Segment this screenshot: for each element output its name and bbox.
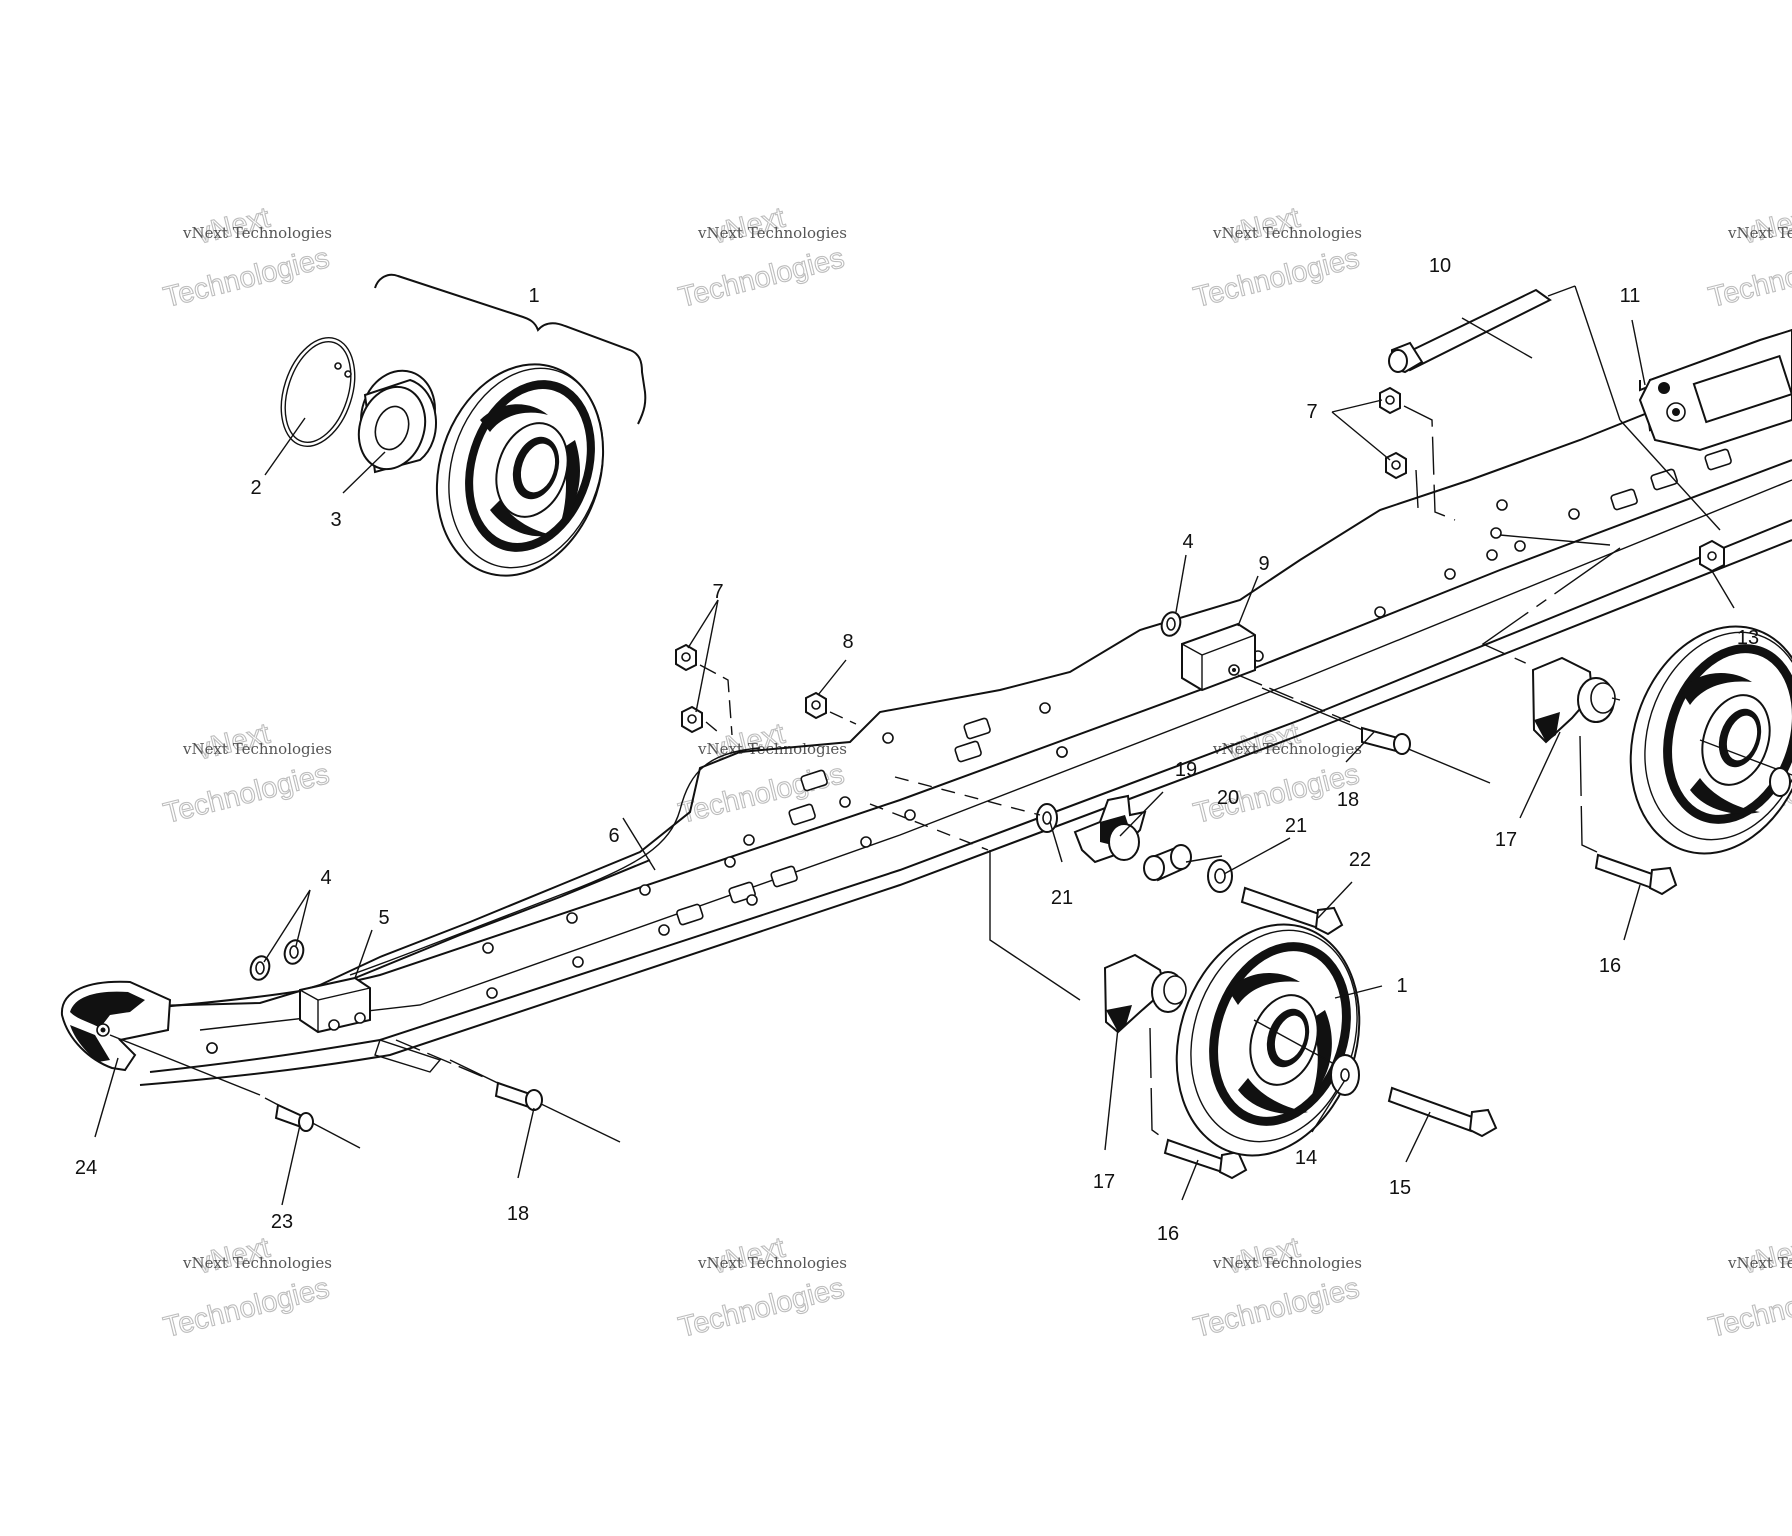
label-16-lower: 16 bbox=[1157, 1223, 1179, 1245]
label-1-top: 1 bbox=[528, 285, 539, 307]
part-labels: 1 2 3 10 11 7 4 9 13 7 8 19 20 21 22 18 … bbox=[75, 255, 1759, 1245]
label-22: 22 bbox=[1349, 849, 1371, 871]
label-23: 23 bbox=[271, 1211, 293, 1233]
idler-wheel-1-top bbox=[435, 363, 605, 577]
watermark-company: vNext Technologies bbox=[182, 224, 332, 242]
watermark-technologies: Technologies bbox=[160, 242, 332, 314]
label-8: 8 bbox=[842, 631, 853, 653]
label-5: 5 bbox=[378, 907, 389, 929]
label-21-right: 21 bbox=[1285, 815, 1307, 837]
label-9: 9 bbox=[1258, 553, 1269, 575]
label-20: 20 bbox=[1217, 787, 1239, 809]
label-2: 2 bbox=[250, 477, 261, 499]
watermark-company: vNext Technologies bbox=[1212, 740, 1362, 758]
center-hardware bbox=[894, 776, 1344, 936]
idler-wheel-1-lower bbox=[1175, 923, 1361, 1157]
label-4-upper: 4 bbox=[1182, 531, 1193, 553]
watermark-company: vNext Technologies bbox=[182, 740, 332, 758]
label-15: 15 bbox=[1389, 1177, 1411, 1199]
rail-slots bbox=[206, 448, 1732, 1054]
label-21-left: 21 bbox=[1051, 887, 1073, 909]
wheel-assembly-right bbox=[1481, 547, 1792, 896]
label-7-right: 7 bbox=[1306, 401, 1317, 423]
watermark-technologies: Technologies bbox=[160, 1272, 332, 1344]
upper-right-hardware bbox=[1379, 285, 1725, 573]
watermark-company: vNext Technologies bbox=[182, 1254, 332, 1272]
label-4-lower: 4 bbox=[320, 867, 331, 889]
label-3: 3 bbox=[330, 509, 341, 531]
pins-and-washers bbox=[109, 611, 1491, 1149]
label-10: 10 bbox=[1429, 255, 1451, 277]
label-14: 14 bbox=[1295, 1147, 1317, 1169]
watermark-company: vNext Technologies bbox=[1727, 1254, 1792, 1272]
label-16-right: 16 bbox=[1599, 955, 1621, 977]
watermark-technologies: Technologies bbox=[675, 242, 847, 314]
label-17-lower: 17 bbox=[1093, 1171, 1115, 1193]
wear-block-5 bbox=[299, 976, 442, 1073]
watermark-company: vNext Technologies bbox=[1727, 224, 1792, 242]
watermark-company: vNext Technologies bbox=[1212, 224, 1362, 242]
watermark-technologies: Technologies bbox=[160, 758, 332, 830]
label-1-lower: 1 bbox=[1396, 975, 1407, 997]
wear-block-9 bbox=[1181, 622, 1256, 692]
watermark-technologies: Technologies bbox=[675, 1272, 847, 1344]
label-13: 13 bbox=[1737, 627, 1759, 649]
watermark-company: vNext Technologies bbox=[697, 224, 847, 242]
wheel-assembly-top bbox=[280, 273, 647, 577]
watermark-technologies: Technologies bbox=[1705, 242, 1792, 314]
bolt-10 bbox=[1388, 285, 1576, 374]
label-11: 11 bbox=[1620, 285, 1641, 307]
bearing-3 bbox=[357, 369, 437, 474]
label-24: 24 bbox=[75, 1157, 97, 1179]
leader-lines bbox=[94, 317, 1735, 1206]
label-18-right: 18 bbox=[1337, 789, 1359, 811]
watermark-company: vNext Technologies bbox=[1212, 1254, 1362, 1272]
wheel-assembly-lower bbox=[869, 803, 1498, 1180]
slide-rail bbox=[60, 328, 1792, 1086]
label-17-right: 17 bbox=[1495, 829, 1517, 851]
snap-ring-2 bbox=[280, 337, 356, 447]
label-6: 6 bbox=[608, 825, 619, 847]
idler-wheel-right bbox=[1629, 625, 1792, 855]
watermark-technologies: Technologies bbox=[1705, 1272, 1792, 1344]
label-18-left: 18 bbox=[507, 1203, 529, 1225]
watermark-company: vNext Technologies bbox=[697, 1254, 847, 1272]
watermark-technologies: Technologies bbox=[1190, 242, 1362, 314]
label-7-left: 7 bbox=[712, 581, 723, 603]
watermark-technologies: Technologies bbox=[1190, 1272, 1362, 1344]
label-19: 19 bbox=[1175, 759, 1197, 781]
